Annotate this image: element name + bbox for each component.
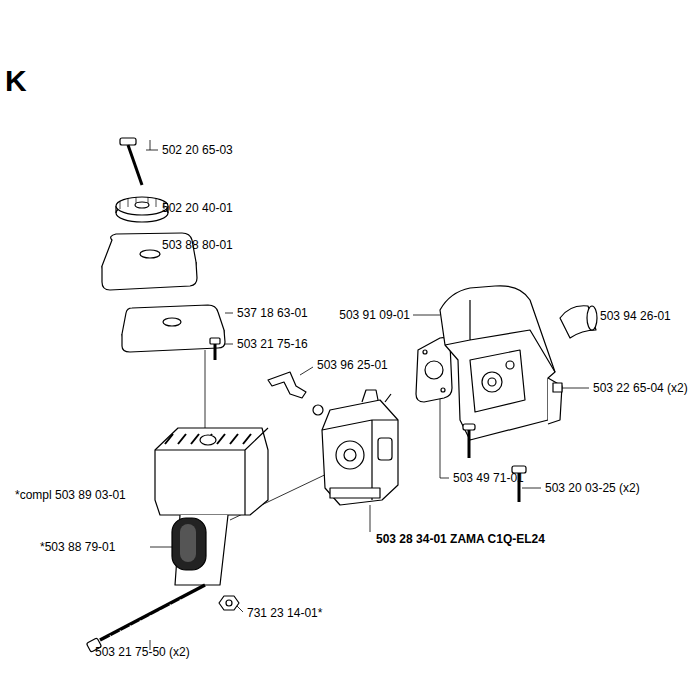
part-number: 731 23 14-01* bbox=[247, 606, 322, 620]
part-number: 503 20 03-25 (x2) bbox=[545, 481, 640, 495]
part-number: 503 91 09-01 bbox=[339, 308, 410, 322]
part-number: 503 94 26-01 bbox=[600, 309, 671, 323]
part-number: 502 20 65-03 bbox=[162, 143, 233, 157]
part-number: 503 22 65-04 (x2) bbox=[593, 381, 688, 395]
part-number: 502 20 40-01 bbox=[162, 201, 233, 215]
part-number: 503 96 25-01 bbox=[317, 358, 388, 372]
part-number: 537 18 63-01 bbox=[237, 306, 308, 320]
part-number: *compl 503 89 03-01 bbox=[15, 488, 126, 502]
part-number: 503 21 75-50 (x2) bbox=[95, 645, 190, 659]
part-number: 503 21 75-16 bbox=[237, 337, 308, 351]
part-number: 503 28 34-01 ZAMA C1Q-EL24 bbox=[376, 532, 545, 546]
part-number: *503 88 79-01 bbox=[40, 540, 115, 554]
section-letter: K bbox=[5, 64, 27, 98]
part-number: 503 88 80-01 bbox=[162, 238, 233, 252]
part-number: 503 49 71-01 bbox=[453, 471, 524, 485]
